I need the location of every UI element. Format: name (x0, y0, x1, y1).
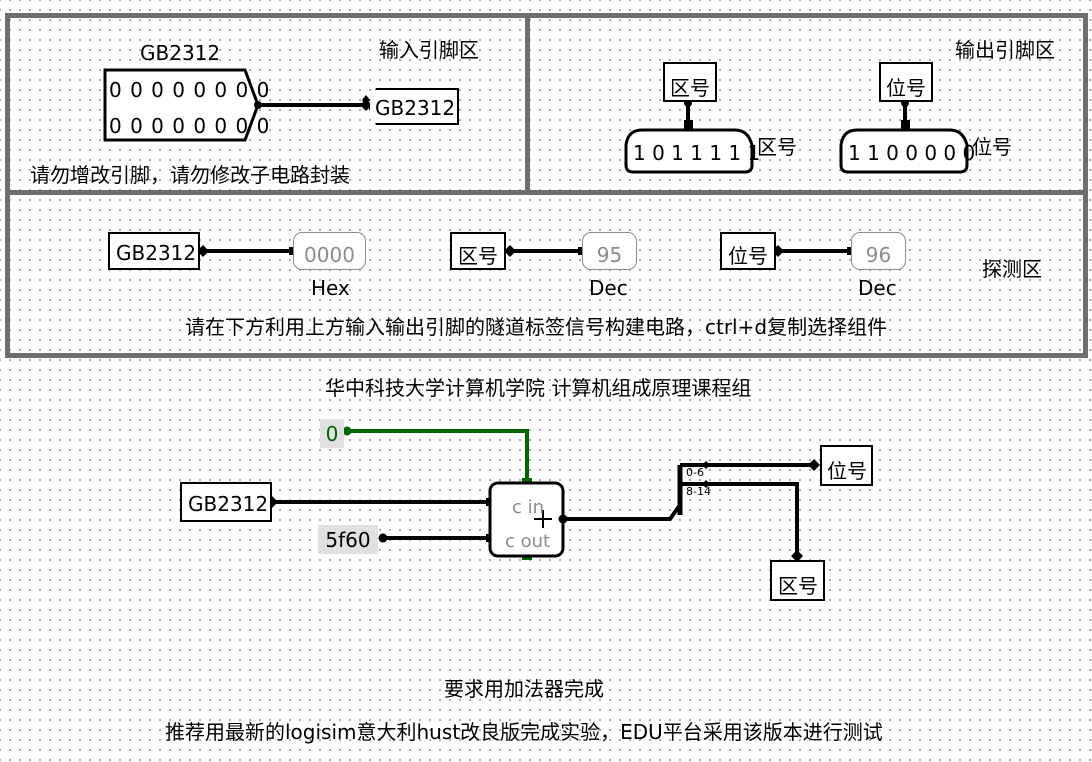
output-tunnel-qu[interactable]: 区号 (663, 62, 717, 102)
probe-tunnel-gb2312[interactable]: GB2312 (108, 232, 200, 270)
probe-region (5, 190, 1088, 358)
footer-requirement: 要求用加法器完成 (444, 677, 604, 701)
input-pin-bits-row1: 0 0 0 0 0 0 0 0 (109, 78, 271, 102)
circuit-output-tunnel-wei[interactable]: 位号 (820, 445, 873, 486)
output-pin-wei-bits: 1 1 0 0 0 0 0 (848, 141, 976, 165)
probe-format-dec-wei: Dec (858, 276, 897, 300)
output-tunnel-wei[interactable]: 位号 (879, 62, 933, 102)
constant-5f60[interactable]: 5f60 (318, 525, 378, 554)
output-pin-wei-label: 位号 (972, 135, 1012, 159)
input-pin-bits-row2: 0 0 0 0 0 0 0 0 (109, 114, 271, 138)
adder-cout-label: c out (505, 531, 551, 552)
probe-hex-display: 0000 (293, 232, 366, 270)
constant-zero[interactable]: 0 (320, 419, 344, 448)
output-pin-qu-label: 区号 (757, 135, 797, 159)
course-credit: 华中科技大学计算机学院 计算机组成原理课程组 (325, 376, 752, 400)
probe-wei-display: 96 (851, 232, 906, 270)
splitter-range-low: 0-6 (686, 466, 704, 479)
splitter-range-high: 8-14 (686, 485, 711, 498)
footer-tool-note: 推荐用最新的logisim意大利hust改良版完成实验，EDU平台采用该版本进行… (165, 720, 883, 744)
probe-tunnel-wei[interactable]: 位号 (720, 232, 776, 270)
probe-region-note: 请在下方利用上方输入输出引脚的隧道标签信号构建电路，ctrl+d复制选择组件 (185, 315, 888, 339)
probe-format-dec-qu: Dec (589, 276, 628, 300)
probe-format-hex: Hex (311, 276, 350, 300)
output-pin-qu-bits: 1 0 1 1 1 1 1 (633, 141, 761, 165)
probe-region-title: 探测区 (982, 257, 1042, 281)
input-region-title: 输入引脚区 (379, 38, 479, 62)
probe-qu-display: 95 (582, 232, 637, 270)
probe-tunnel-qu[interactable]: 区号 (450, 232, 506, 270)
circuit-tunnel-gb2312[interactable]: GB2312 (180, 482, 272, 522)
adder-cin-label: c in (512, 497, 545, 518)
output-region-title: 输出引脚区 (955, 38, 1055, 62)
circuit-output-tunnel-qu[interactable]: 区号 (770, 560, 825, 601)
input-pin-label: GB2312 (140, 41, 221, 65)
input-tunnel-gb2312[interactable]: GB2312 (368, 88, 459, 125)
input-region-note: 请勿增改引脚，请勿修改子电路封装 (30, 163, 350, 187)
